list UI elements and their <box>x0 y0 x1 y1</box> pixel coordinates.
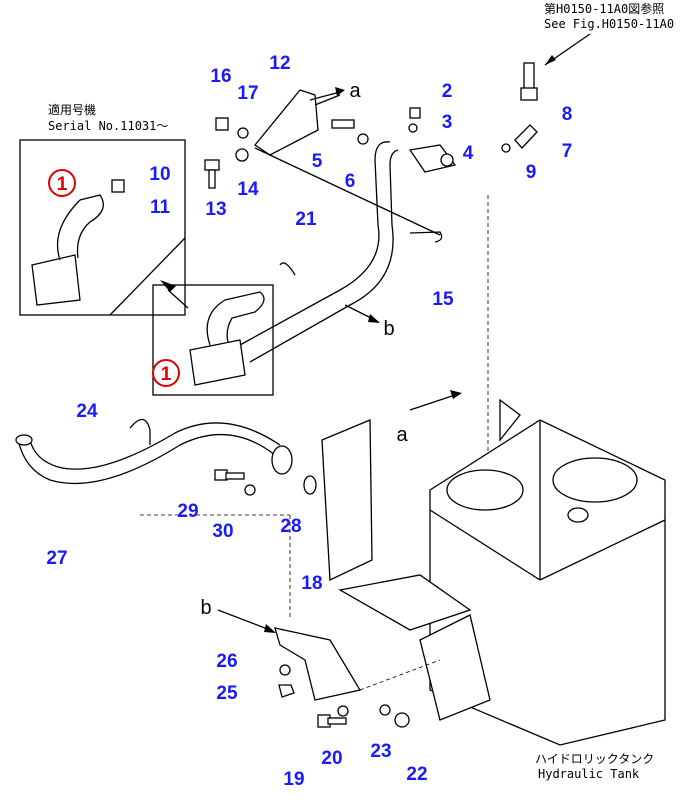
callout-6: 6 <box>345 171 356 192</box>
callout-27: 27 <box>46 548 67 569</box>
view-arrows <box>217 87 462 633</box>
callout-9: 9 <box>526 162 537 183</box>
callout-20: 20 <box>321 748 342 769</box>
callout-29: 29 <box>177 501 198 522</box>
callout-3: 3 <box>442 112 453 133</box>
view-letter-b: b <box>200 597 211 619</box>
tank-label-en: Hydraulic Tank <box>538 767 640 782</box>
callout-11: 11 <box>150 197 171 218</box>
reference-note-en: See Fig.H0150-11A0 <box>544 17 675 32</box>
callout-25: 25 <box>216 683 238 704</box>
fasteners <box>129 107 538 728</box>
callout-22: 22 <box>406 764 427 785</box>
serial-inset-box <box>19 139 186 316</box>
callout-12: 12 <box>269 53 290 74</box>
callout-26: 26 <box>216 651 237 672</box>
callout-16: 16 <box>210 66 231 87</box>
callout-13: 13 <box>205 199 226 220</box>
callout-1-highlighted: 1 <box>161 364 172 385</box>
callout-24: 24 <box>76 401 98 422</box>
callout-21: 21 <box>295 209 317 230</box>
hydraulic-tank <box>429 398 666 746</box>
reference-arrow <box>520 33 591 101</box>
lower-pipe <box>15 422 317 495</box>
callout-17: 17 <box>237 83 258 104</box>
view-letter-b: b <box>383 318 394 340</box>
callout-14: 14 <box>237 179 259 200</box>
callout-23: 23 <box>370 741 391 762</box>
view-letter-a: a <box>396 424 408 446</box>
callout-30: 30 <box>212 521 233 542</box>
callout-8: 8 <box>562 104 573 125</box>
callout-5: 5 <box>312 151 323 172</box>
callout-19: 19 <box>283 769 304 790</box>
callout-18: 18 <box>301 573 322 594</box>
callout-4: 4 <box>463 143 474 164</box>
bracket-18 <box>274 627 362 701</box>
serial-note-en: Serial No.11031～ <box>48 119 169 134</box>
highlight-circle <box>152 359 180 387</box>
callout-15: 15 <box>432 289 454 310</box>
callout-10: 10 <box>149 164 170 185</box>
tank-label-ja: ハイドロリックタンク <box>535 752 655 767</box>
callout-2: 2 <box>442 81 453 102</box>
callout-1-highlighted: 1 <box>57 174 68 195</box>
frame <box>321 419 491 721</box>
bracket-12 <box>254 89 319 156</box>
highlight-circle <box>48 169 76 197</box>
detail-inset-box <box>152 280 274 396</box>
view-letter-a: a <box>349 80 361 102</box>
callout-28: 28 <box>280 516 301 537</box>
callout-7: 7 <box>562 141 573 162</box>
reference-note-ja: 第H0150-11A0図参照 <box>544 2 665 17</box>
serial-note-ja: 適用号機 <box>48 103 97 118</box>
